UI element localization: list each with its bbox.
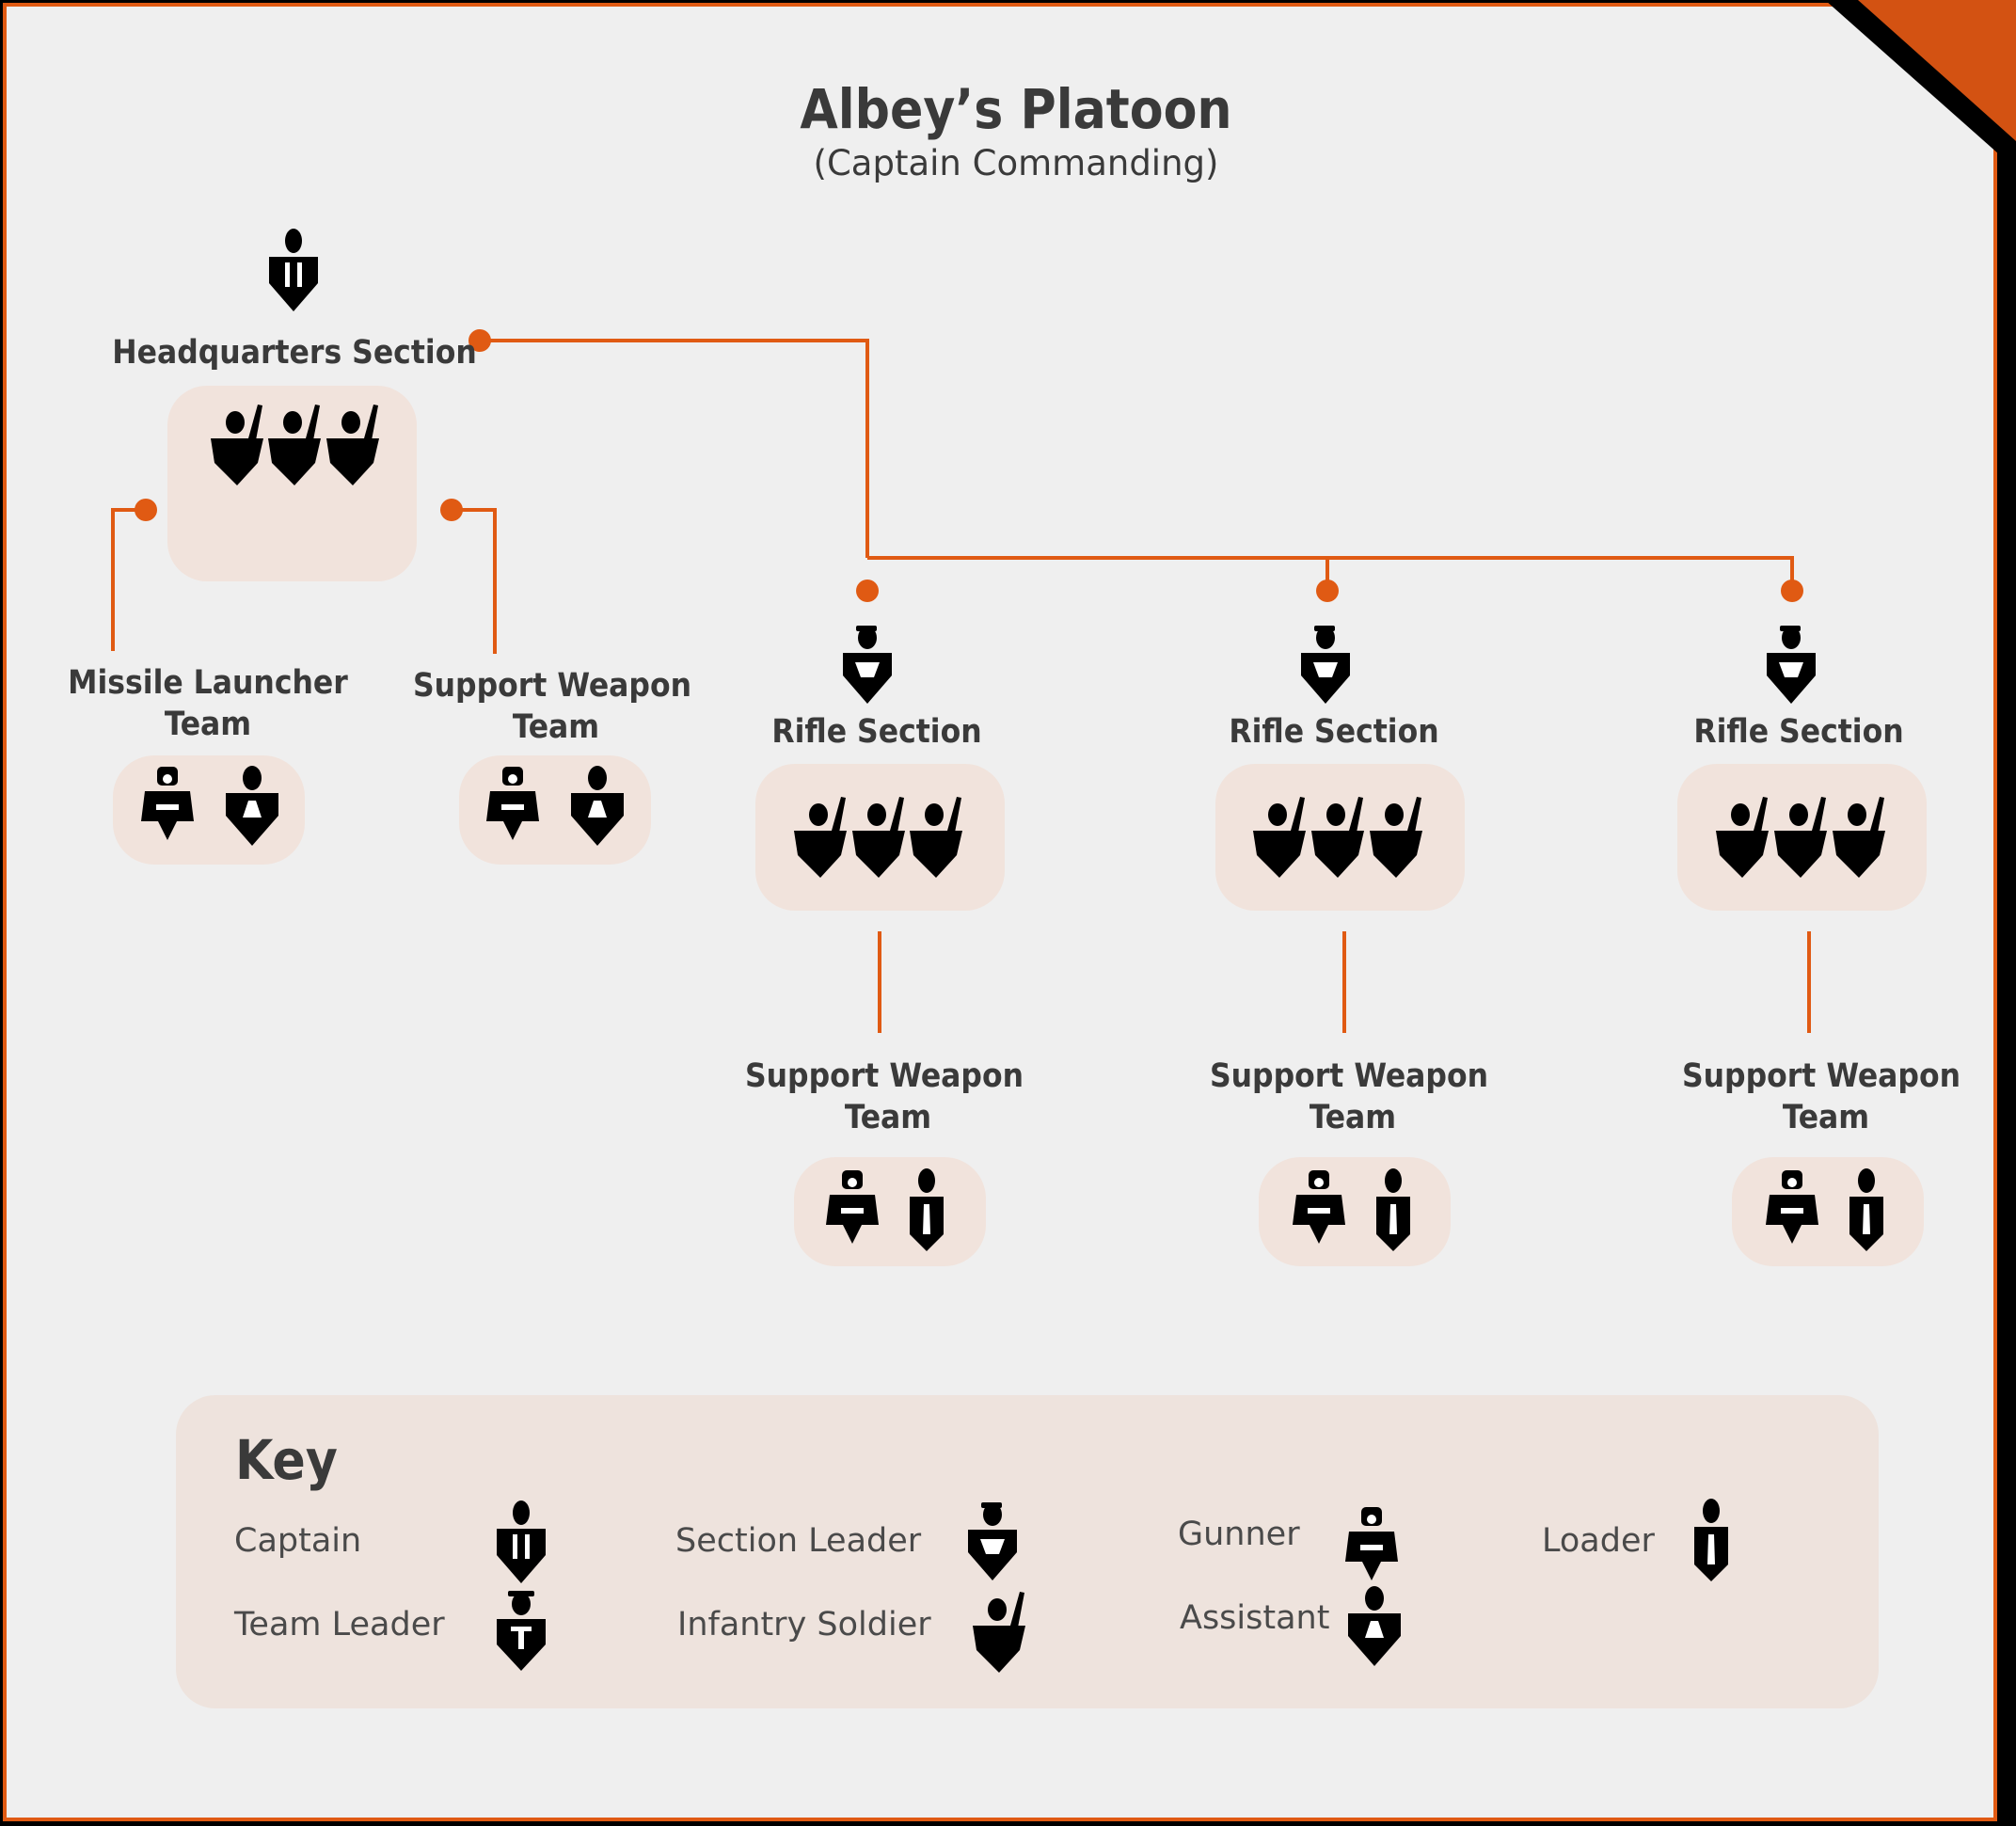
key-label-team-leader: Team Leader	[233, 1606, 445, 1643]
rifle-section-3-label: Rifle Section	[1693, 713, 1903, 751]
connector-dot	[856, 580, 879, 602]
hq-to-rifle-line	[480, 339, 869, 558]
key-title: Key	[235, 1428, 338, 1492]
key-label-assistant: Assistant	[1180, 1599, 1329, 1637]
key-label-captain: Captain	[234, 1522, 361, 1560]
rifle-2-support-label-line1: Support Weapon	[1210, 1057, 1488, 1095]
connector-dot	[1781, 580, 1803, 602]
key-box	[176, 1395, 1879, 1708]
rifle-section-2-label: Rifle Section	[1229, 713, 1438, 751]
key-label-gunner: Gunner	[1178, 1516, 1300, 1553]
page-subtitle: (Captain Commanding)	[814, 143, 1219, 183]
key-label-loader: Loader	[1542, 1522, 1655, 1560]
missile-team-label-line2: Team	[165, 706, 251, 743]
rifle-2-support-label-line2: Team	[1310, 1099, 1396, 1136]
key-label-section-leader: Section Leader	[675, 1522, 922, 1560]
rifle-1-support-box	[794, 1157, 986, 1266]
connector-dot	[440, 499, 463, 521]
rifle-section-1-label: Rifle Section	[771, 713, 981, 751]
hq-section-box	[167, 386, 417, 581]
missile-team-label-line1: Missile Launcher	[68, 664, 348, 702]
rifle-3-support-box	[1732, 1157, 1924, 1266]
hq-support-label-line2: Team	[513, 708, 599, 746]
hq-section-label: Headquarters Section	[112, 334, 477, 372]
page-title: Albey’s Platoon	[800, 77, 1231, 141]
hq-support-label-line1: Support Weapon	[413, 667, 691, 705]
rifle-3-support-label-line2: Team	[1783, 1099, 1869, 1136]
rifle-1-support-label-line1: Support Weapon	[745, 1057, 1024, 1095]
hq-to-support-line	[452, 508, 497, 654]
connector-dot	[135, 499, 157, 521]
corner-fold	[1858, 0, 2016, 141]
connector-dot	[468, 329, 491, 352]
connector-dots	[135, 329, 1803, 602]
rifle-2-support-box	[1259, 1157, 1451, 1266]
rifle-3-support-label-line1: Support Weapon	[1682, 1057, 1960, 1095]
rifle-1-support-label-line2: Team	[845, 1099, 931, 1136]
connector-dot	[1316, 580, 1339, 602]
key-label-infantry-soldier: Infantry Soldier	[677, 1606, 931, 1643]
